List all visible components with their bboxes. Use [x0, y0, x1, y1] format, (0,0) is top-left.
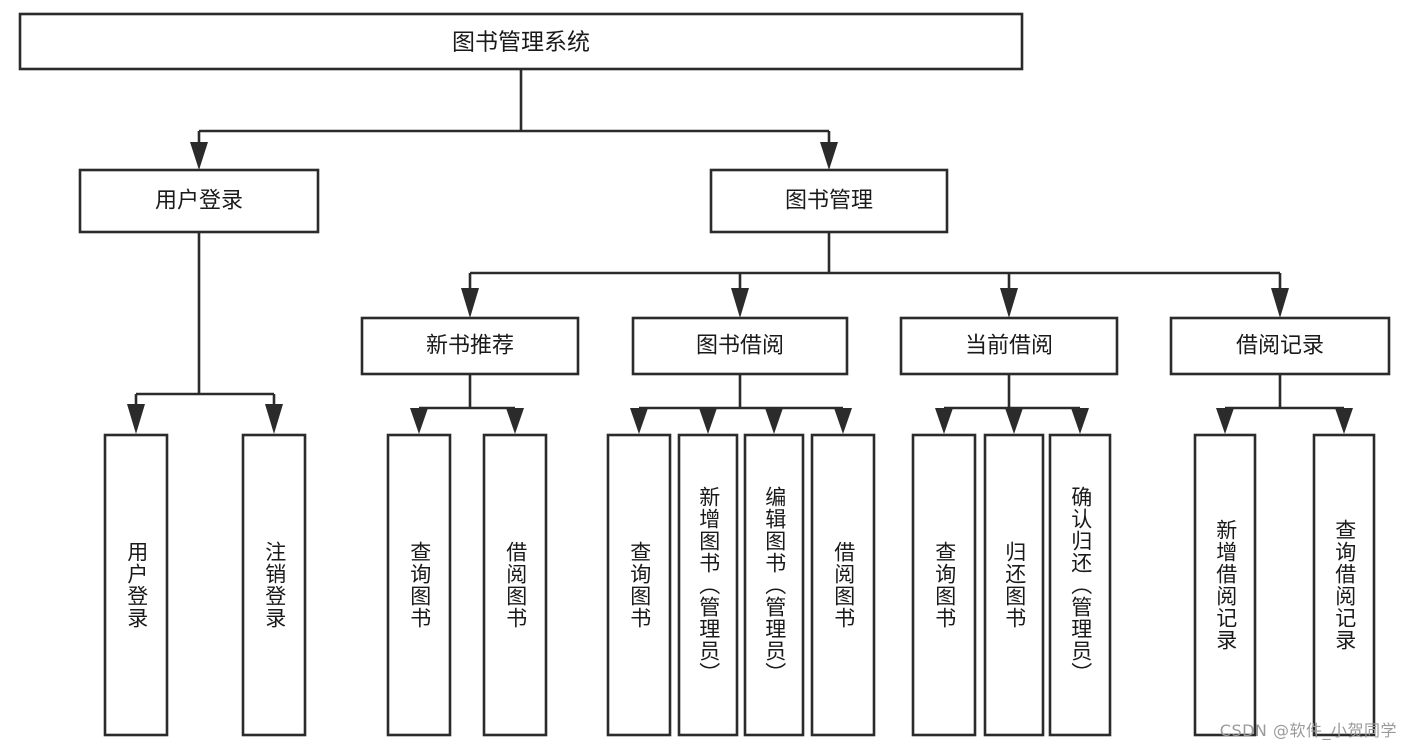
node-book-manage[interactable]: 图书管理 [709, 168, 949, 234]
node-book-borrow-label: 图书借阅 [696, 334, 784, 359]
arrow-head-leaf-add-record [1216, 408, 1234, 434]
node-book-borrow-rect[interactable] [631, 316, 849, 376]
leaf-user-login-rect[interactable] [103, 433, 169, 737]
arrow-head-leaf-edit-book [765, 408, 783, 434]
node-user-login-label: 用户登录 [155, 189, 243, 214]
node-book-manage-rect[interactable] [709, 168, 949, 234]
node-root-rect[interactable] [18, 12, 1024, 71]
node-new-book-recommend[interactable]: 新书推荐 [360, 316, 580, 376]
leaf-query-book-3-rect[interactable] [911, 433, 977, 737]
connector-group-book-borrow [630, 374, 852, 434]
arrow-head-leaf-add-book [699, 408, 717, 434]
arrow-head-user-login [190, 142, 208, 170]
node-new-book-recommend-label: 新书推荐 [426, 334, 514, 359]
arrow-head-new-book-recommend [461, 288, 479, 318]
node-current-borrow[interactable]: 当前借阅 [899, 316, 1119, 376]
connector-group-new-book-recommend [410, 374, 524, 434]
node-book-borrow[interactable]: 图书借阅 [631, 316, 849, 376]
node-current-borrow-rect[interactable] [899, 316, 1119, 376]
leaf-borrow-book-1-rect[interactable] [482, 433, 548, 737]
connector-group-current-borrow [935, 374, 1089, 434]
arrow-head-borrow-record [1271, 288, 1289, 318]
arrow-head-leaf-query-book-2 [630, 408, 648, 434]
node-root-label: 图书管理系统 [452, 30, 590, 56]
connector-group-book-manage [461, 232, 1289, 318]
leaf-query-record-rect[interactable] [1312, 433, 1376, 737]
arrow-head-leaf-user-login [127, 404, 145, 434]
arrow-head-leaf-logout [265, 404, 283, 434]
arrow-head-book-borrow [731, 288, 749, 318]
leaf-confirm-return-rect[interactable] [1048, 433, 1112, 737]
node-user-login[interactable]: 用户登录 [78, 168, 320, 234]
node-borrow-record-label: 借阅记录 [1236, 334, 1324, 359]
arrow-head-leaf-return-book [1005, 408, 1023, 434]
leaf-borrow-book-2-rect[interactable] [810, 433, 876, 737]
connector-group-user-login [127, 232, 283, 434]
arrow-head-leaf-query-book-3 [935, 408, 953, 434]
arrow-head-leaf-borrow-book-2 [834, 408, 852, 434]
leaf-query-book-1-rect[interactable] [386, 433, 452, 737]
connector-group-borrow-record [1216, 374, 1353, 434]
node-root[interactable]: 图书管理系统 [18, 12, 1024, 71]
watermark: CSDN @软件_小贺同学 [1219, 721, 1397, 740]
arrow-head-leaf-query-book-1 [410, 408, 428, 434]
arrow-head-leaf-query-record [1335, 408, 1353, 434]
arrow-head-book-manage [820, 142, 838, 170]
node-borrow-record-rect[interactable] [1169, 316, 1391, 376]
leaf-add-record-rect[interactable] [1193, 433, 1257, 737]
leaf-return-book-rect[interactable] [983, 433, 1045, 737]
node-user-login-rect[interactable] [78, 168, 320, 234]
node-new-book-recommend-rect[interactable] [360, 316, 580, 376]
leaf-rect-group [103, 433, 1376, 737]
node-book-manage-label: 图书管理 [785, 189, 873, 214]
node-borrow-record[interactable]: 借阅记录 [1169, 316, 1391, 376]
leaf-edit-book-rect[interactable] [743, 433, 805, 737]
arrow-head-leaf-borrow-book-1 [506, 408, 524, 434]
arrow-head-current-borrow [1000, 288, 1018, 318]
connector-group-root [190, 69, 838, 170]
arrow-head-leaf-confirm-return [1071, 408, 1089, 434]
leaf-add-book-rect[interactable] [677, 433, 739, 737]
leaf-query-book-2-rect[interactable] [606, 433, 672, 737]
node-current-borrow-label: 当前借阅 [965, 334, 1053, 359]
leaf-logout-rect[interactable] [241, 433, 307, 737]
